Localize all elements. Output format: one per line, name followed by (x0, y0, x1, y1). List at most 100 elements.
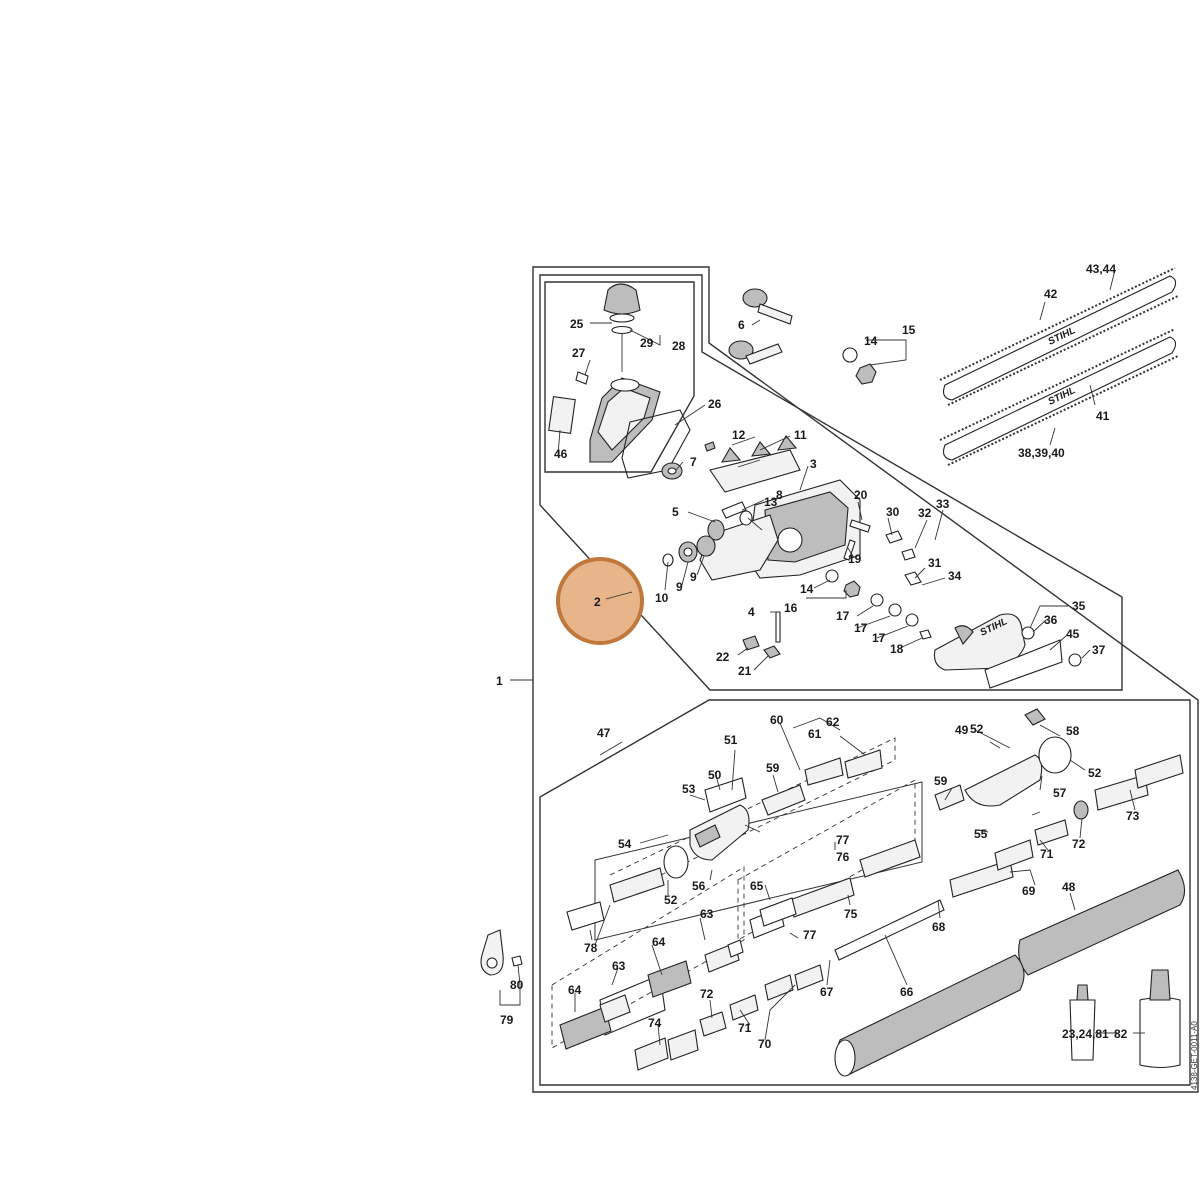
part-label-38-39-40[interactable]: 38,39,40 (1018, 446, 1065, 460)
part-label-59a[interactable]: 59 (766, 761, 780, 775)
part-label-66[interactable]: 66 (900, 985, 914, 999)
part-label-3[interactable]: 3 (810, 457, 817, 471)
outer-frame (532, 266, 1199, 1093)
part-label-79[interactable]: 79 (500, 1013, 514, 1027)
leader-lines (499, 269, 1145, 1046)
part-label-27[interactable]: 27 (572, 346, 586, 360)
part-label-43-44[interactable]: 43,44 (1086, 262, 1116, 276)
part-label-48[interactable]: 48 (1062, 880, 1076, 894)
part-label-57[interactable]: 57 (1053, 786, 1067, 800)
part-label-74[interactable]: 74 (648, 1016, 662, 1030)
part-label-54[interactable]: 54 (618, 837, 632, 851)
part-label-22[interactable]: 22 (716, 650, 730, 664)
part-label-72a[interactable]: 72 (1072, 837, 1086, 851)
part-label-7[interactable]: 7 (690, 455, 697, 469)
part-label-17c[interactable]: 17 (872, 631, 886, 645)
washers-row (742, 530, 932, 659)
part-label-52c[interactable]: 52 (664, 893, 678, 907)
part-label-77a[interactable]: 77 (836, 833, 850, 847)
part-label-51[interactable]: 51 (724, 733, 738, 747)
part-label-77b[interactable]: 77 (803, 928, 817, 942)
part-label-25[interactable]: 25 (570, 317, 584, 331)
part-label-6[interactable]: 6 (738, 318, 745, 332)
drawing-code: 4138-GET-0011-A0 (1190, 1021, 1199, 1090)
part-label-37[interactable]: 37 (1092, 643, 1106, 657)
part-label-5[interactable]: 5 (672, 505, 679, 519)
part-label-36[interactable]: 36 (1044, 613, 1058, 627)
part-label-52a[interactable]: 52 (970, 722, 984, 736)
part-label-14a[interactable]: 14 (864, 334, 878, 348)
part-label-28[interactable]: 28 (672, 339, 686, 353)
part-label-46[interactable]: 46 (554, 447, 568, 461)
part-label-75[interactable]: 75 (844, 907, 858, 921)
part-label-8[interactable]: 8 (776, 488, 783, 502)
part-label-30[interactable]: 30 (886, 505, 900, 519)
part-label-70[interactable]: 70 (758, 1037, 772, 1051)
part-label-9a[interactable]: 9 (676, 580, 683, 594)
part-label-26[interactable]: 26 (708, 397, 722, 411)
part-label-65[interactable]: 65 (750, 879, 764, 893)
part-label-1[interactable]: 1 (496, 674, 503, 688)
part-label-33[interactable]: 33 (936, 497, 950, 511)
part-label-82[interactable]: 82 (1114, 1027, 1128, 1041)
part-label-31[interactable]: 31 (928, 556, 942, 570)
part-label-56[interactable]: 56 (692, 879, 706, 893)
part-label-32[interactable]: 32 (918, 506, 932, 520)
carrying-ring (480, 929, 523, 976)
part-label-61[interactable]: 61 (808, 727, 822, 741)
part-label-80[interactable]: 80 (510, 978, 524, 992)
part-label-17a[interactable]: 17 (836, 609, 850, 623)
part-label-59b[interactable]: 59 (934, 774, 948, 788)
part-label-42[interactable]: 42 (1044, 287, 1058, 301)
part-label-72b[interactable]: 72 (700, 987, 714, 1001)
grease-tube-and-oil-bottle (1069, 969, 1181, 1069)
part-label-71b[interactable]: 71 (738, 1021, 752, 1035)
part-label-71a[interactable]: 71 (1040, 847, 1054, 861)
part-label-55[interactable]: 55 (974, 827, 988, 841)
part-label-17b[interactable]: 17 (854, 621, 868, 635)
guide-bar-chain: STIHL STIHL (939, 267, 1179, 466)
part-label-29[interactable]: 29 (640, 336, 654, 350)
part-label-13[interactable]: 13 (764, 495, 778, 509)
part-label-50[interactable]: 50 (708, 768, 722, 782)
part-label-19[interactable]: 19 (848, 552, 862, 566)
highlight-marker[interactable] (556, 557, 644, 645)
part-label-69[interactable]: 69 (1022, 884, 1036, 898)
part-label-21[interactable]: 21 (738, 664, 752, 678)
part-label-73[interactable]: 73 (1126, 809, 1140, 823)
part-label-78[interactable]: 78 (584, 941, 598, 955)
part-label-64a[interactable]: 64 (652, 935, 666, 949)
sprocket-cover: STIHL (933, 613, 1082, 689)
part-label-60[interactable]: 60 (770, 713, 784, 727)
part-label-47[interactable]: 47 (597, 726, 611, 740)
part-label-23-24-81[interactable]: 23,24,81 (1062, 1027, 1109, 1041)
part-label-52b[interactable]: 52 (1088, 766, 1102, 780)
part-label-58[interactable]: 58 (1066, 724, 1080, 738)
part-label-15[interactable]: 15 (902, 323, 916, 337)
part-labels: 1 2 3 4 5 6 7 8 9 9 10 11 12 13 14 14 15… (496, 262, 1140, 1051)
part-label-4[interactable]: 4 (748, 605, 755, 619)
part-label-2[interactable]: 2 (594, 595, 601, 609)
part-label-68[interactable]: 68 (932, 920, 946, 934)
part-label-18[interactable]: 18 (890, 642, 904, 656)
part-label-34[interactable]: 34 (948, 569, 962, 583)
part-label-41[interactable]: 41 (1096, 409, 1110, 423)
part-label-11[interactable]: 11 (794, 428, 807, 442)
part-label-64b[interactable]: 64 (568, 983, 582, 997)
part-label-76[interactable]: 76 (836, 850, 850, 864)
part-label-53[interactable]: 53 (682, 782, 696, 796)
part-label-16[interactable]: 16 (784, 601, 798, 615)
part-label-12[interactable]: 12 (732, 428, 746, 442)
part-label-20[interactable]: 20 (854, 488, 868, 502)
part-label-45[interactable]: 45 (1066, 627, 1080, 641)
part-label-67[interactable]: 67 (820, 985, 834, 999)
part-label-14b[interactable]: 14 (800, 582, 814, 596)
part-label-10[interactable]: 10 (655, 591, 669, 605)
part-label-62[interactable]: 62 (826, 715, 840, 729)
part-label-49[interactable]: 49 (955, 723, 969, 737)
part-label-63b[interactable]: 63 (612, 959, 626, 973)
part-label-63a[interactable]: 63 (700, 907, 714, 921)
part-label-35[interactable]: 35 (1072, 599, 1086, 613)
part-label-9b[interactable]: 9 (690, 570, 697, 584)
